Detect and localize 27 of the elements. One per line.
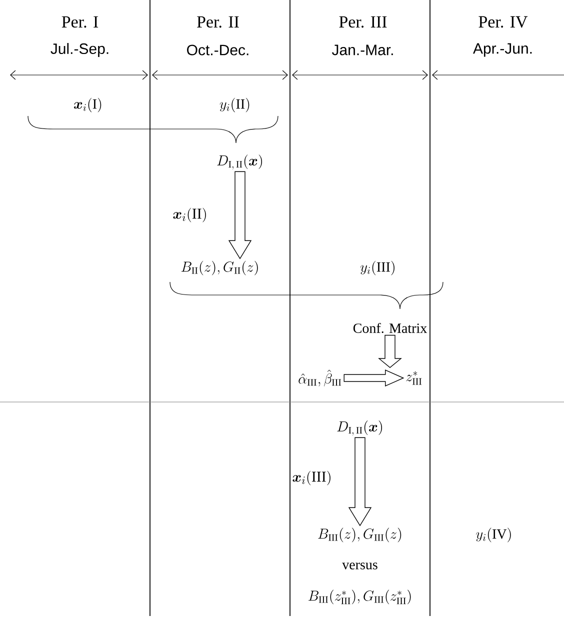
formula: $z^{*}_{\mathrm{III}}$: [406, 371, 422, 385]
formula: $B_{\mathrm{II}}(z), G_{\mathrm{II}}(z)$: [181, 260, 258, 276]
block-arrow: [348, 437, 372, 526]
column-header: Jul.-Sep.: [50, 43, 108, 57]
formula: $\hat{\alpha}_{\mathrm{III}}, \hat{\beta}_{\mathrm{III}}$: [298, 370, 342, 386]
formula: $y_i(\mathrm{II})$: [220, 98, 250, 112]
edge-label: $\boldsymbol{x}_i(\mathrm{II})$: [173, 208, 206, 222]
column-header: Oct.-Dec.: [187, 44, 248, 56]
block-arrow: [228, 171, 252, 260]
formula: $B_{\mathrm{III}}(z^{*}_{\mathrm{III}}), G_{\mathrm{III}}(z^{*}_{\mathrm{III}})$: [308, 590, 411, 604]
column-header: Per. II: [197, 16, 239, 28]
edge-label: $\boldsymbol{x}_i(\mathrm{III})$: [292, 470, 330, 486]
block-arrow: [344, 369, 404, 387]
text-label: Conf. Matrix: [353, 322, 427, 334]
formula: $B_{\mathrm{III}}(z), G_{\mathrm{III}}(z)$: [318, 528, 402, 542]
formula: $y_i(\mathrm{IV})$: [476, 528, 511, 542]
column-header: Apr.-Jun.: [473, 43, 532, 57]
column-header: Per. III: [339, 16, 387, 28]
text-label: versus: [342, 562, 378, 570]
formula: $y_i(\mathrm{III})$: [360, 260, 394, 276]
column-header: Per. I: [62, 16, 98, 28]
formula: $\boldsymbol{x}_i(\mathrm{I})$: [74, 98, 102, 112]
column-header: Per. IV: [478, 16, 528, 28]
column-header: Jan.-Mar.: [332, 44, 393, 56]
formula: $D_{\mathrm{I,\,II}}(\boldsymbol{x})$: [337, 420, 382, 436]
block-arrow: [378, 334, 402, 368]
formula: $D_{\mathrm{I,\,II}}(\boldsymbol{x})$: [217, 154, 262, 170]
